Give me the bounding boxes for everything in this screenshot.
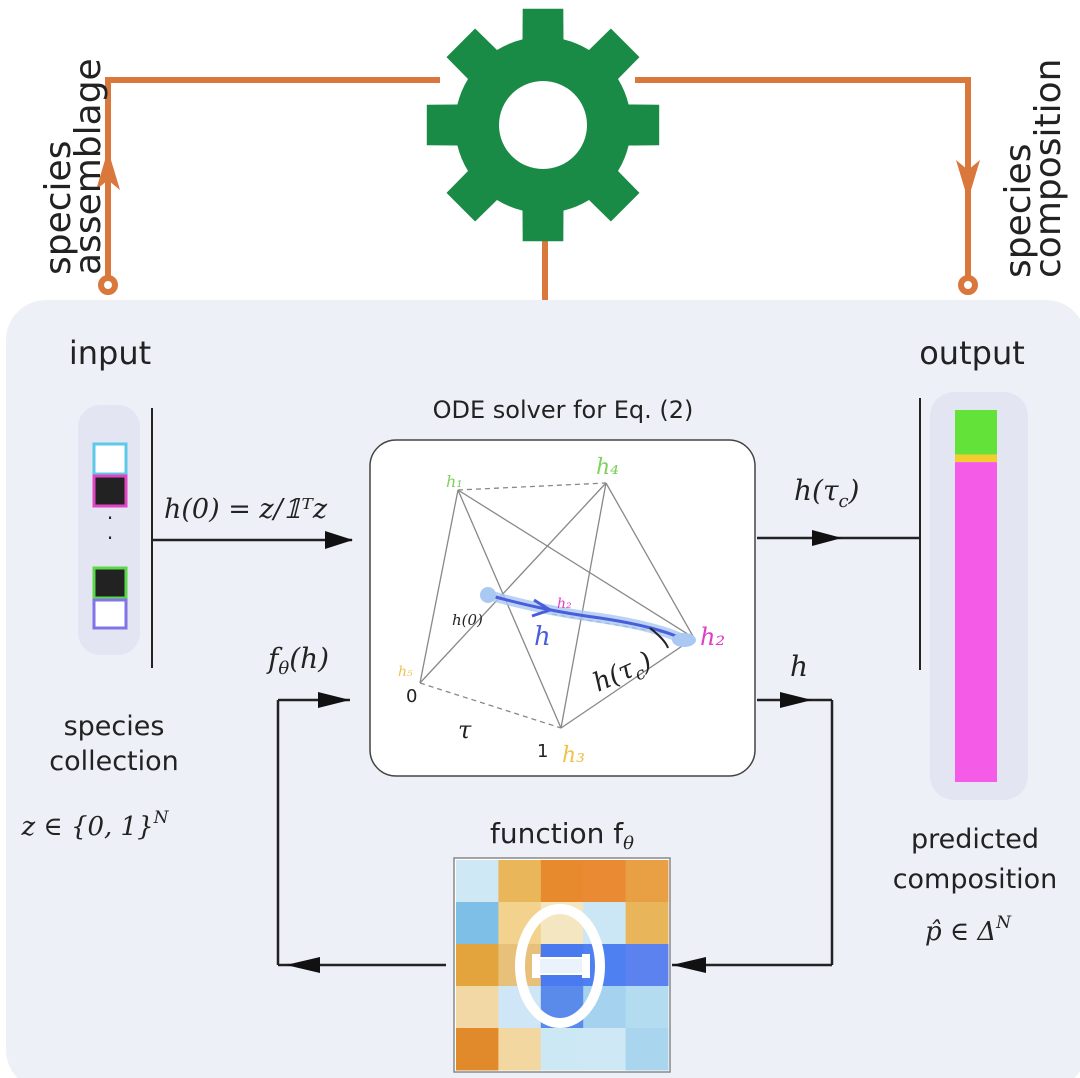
function-title: function fθ bbox=[490, 817, 634, 854]
input-cell-1 bbox=[92, 442, 128, 476]
output-title: output bbox=[919, 334, 1025, 372]
simplex-edge bbox=[560, 482, 607, 729]
theta-bar-cap-right bbox=[582, 954, 590, 978]
heatmap-cell bbox=[456, 1028, 499, 1071]
heatmap-cell bbox=[583, 860, 627, 903]
solver-title: ODE solver for Eq. (2) bbox=[433, 396, 694, 424]
output-caption-line1: predicted bbox=[911, 824, 1039, 855]
trajectory-line bbox=[487, 593, 685, 642]
right-to-function-arrowhead bbox=[672, 957, 706, 973]
input-math: z ∈ {0, 1}N bbox=[20, 808, 169, 842]
input-cell-4 bbox=[92, 598, 128, 630]
simplex-edge bbox=[457, 489, 695, 639]
simplex-edge-dashed bbox=[457, 482, 607, 491]
heatmap-cell bbox=[456, 986, 499, 1029]
f-theta-into-solver-arrowhead bbox=[318, 692, 350, 708]
heatmap-cell bbox=[625, 1028, 669, 1071]
simplex-edge bbox=[457, 489, 562, 729]
trajectory-end-marker bbox=[649, 627, 669, 649]
assemblage-line2: assemblage bbox=[68, 58, 109, 275]
h0-formula: h(0) = z/𝟙ᵀz bbox=[164, 494, 328, 525]
trajectory bbox=[480, 587, 696, 649]
composition-line2: composition bbox=[1028, 59, 1069, 278]
heatmap-cell bbox=[583, 1028, 627, 1071]
species-assemblage-label: species assemblage bbox=[38, 58, 109, 275]
label-h2-small: h₂ bbox=[557, 596, 572, 612]
label-h5: h₅ bbox=[398, 664, 413, 680]
f-theta-h-label: fθ(h) bbox=[266, 642, 329, 679]
input-title: input bbox=[69, 334, 151, 372]
function-to-left-arrowhead bbox=[286, 957, 320, 973]
label-h1: h₁ bbox=[446, 472, 463, 491]
composition-segment bbox=[955, 410, 997, 455]
up-arrow-head bbox=[96, 150, 120, 190]
heatmap-cell bbox=[456, 860, 499, 903]
heatmap-cell bbox=[625, 860, 669, 903]
down-arrow-head bbox=[956, 160, 980, 200]
trajectory-arrowhead bbox=[531, 598, 554, 618]
composition-line1: species bbox=[998, 144, 1039, 278]
heatmap-cell bbox=[540, 1028, 584, 1071]
gear-shape bbox=[426, 8, 660, 242]
label-h0-point: h(0) bbox=[452, 611, 483, 629]
left-connector-line bbox=[105, 77, 440, 280]
input-caption-line1: species bbox=[64, 711, 165, 742]
gear-icon bbox=[426, 8, 660, 242]
theta-bar bbox=[535, 957, 587, 975]
heatmap-cell bbox=[625, 986, 669, 1029]
label-h3: h₃ bbox=[562, 743, 585, 768]
simplex-edge bbox=[419, 482, 607, 684]
simplex-edge bbox=[560, 637, 695, 729]
label-h2: h₂ bbox=[700, 623, 725, 651]
right-connector-port bbox=[958, 275, 978, 295]
h-back-label: h bbox=[790, 650, 808, 683]
simplex-edge bbox=[419, 489, 459, 684]
output-caption-line2: composition bbox=[893, 864, 1058, 895]
top-connectors bbox=[98, 77, 978, 300]
input-ellipsis-2: · bbox=[107, 526, 113, 550]
left-connector-port bbox=[98, 275, 118, 295]
heatmap-cell bbox=[540, 860, 584, 903]
label-one: 1 bbox=[537, 741, 548, 762]
species-composition-label: species composition bbox=[998, 59, 1069, 278]
composition-segment bbox=[955, 462, 997, 782]
h-tau-c-label: h(τc) bbox=[794, 474, 859, 512]
assemblage-line1: species bbox=[38, 141, 79, 275]
h-tau-c-arrowhead bbox=[812, 530, 842, 546]
simplex-edge-dashed bbox=[419, 682, 562, 729]
input-ellipsis: · bbox=[107, 506, 113, 530]
label-zero: 0 bbox=[406, 686, 417, 707]
heatmap-cell bbox=[625, 902, 669, 945]
label-h4: h₄ bbox=[596, 455, 619, 480]
label-h-trajectory: h bbox=[534, 622, 551, 652]
theta-symbol bbox=[515, 904, 605, 1028]
heatmap-cell bbox=[625, 944, 669, 987]
h-from-solver-arrowhead bbox=[780, 692, 812, 708]
heatmap-cell bbox=[456, 902, 499, 945]
composition-bar bbox=[955, 410, 997, 782]
input-caption-line2: collection bbox=[49, 746, 179, 777]
label-tau: τ bbox=[458, 716, 472, 744]
right-connector-line bbox=[635, 77, 971, 280]
input-cell-2 bbox=[92, 474, 128, 508]
simplex-edge bbox=[605, 482, 695, 639]
end-point bbox=[672, 633, 696, 647]
theta-bar-cap-left bbox=[532, 954, 540, 978]
composition-segment bbox=[955, 454, 997, 462]
start-point bbox=[480, 587, 496, 603]
heatmap-cell bbox=[498, 860, 542, 903]
heatmap-cell bbox=[456, 944, 499, 987]
output-math: p̂ ∈ ΔN bbox=[925, 913, 1012, 947]
theta-ring bbox=[515, 904, 605, 1028]
heatmap-cell bbox=[498, 1028, 542, 1071]
input-cell-3 bbox=[92, 566, 128, 600]
